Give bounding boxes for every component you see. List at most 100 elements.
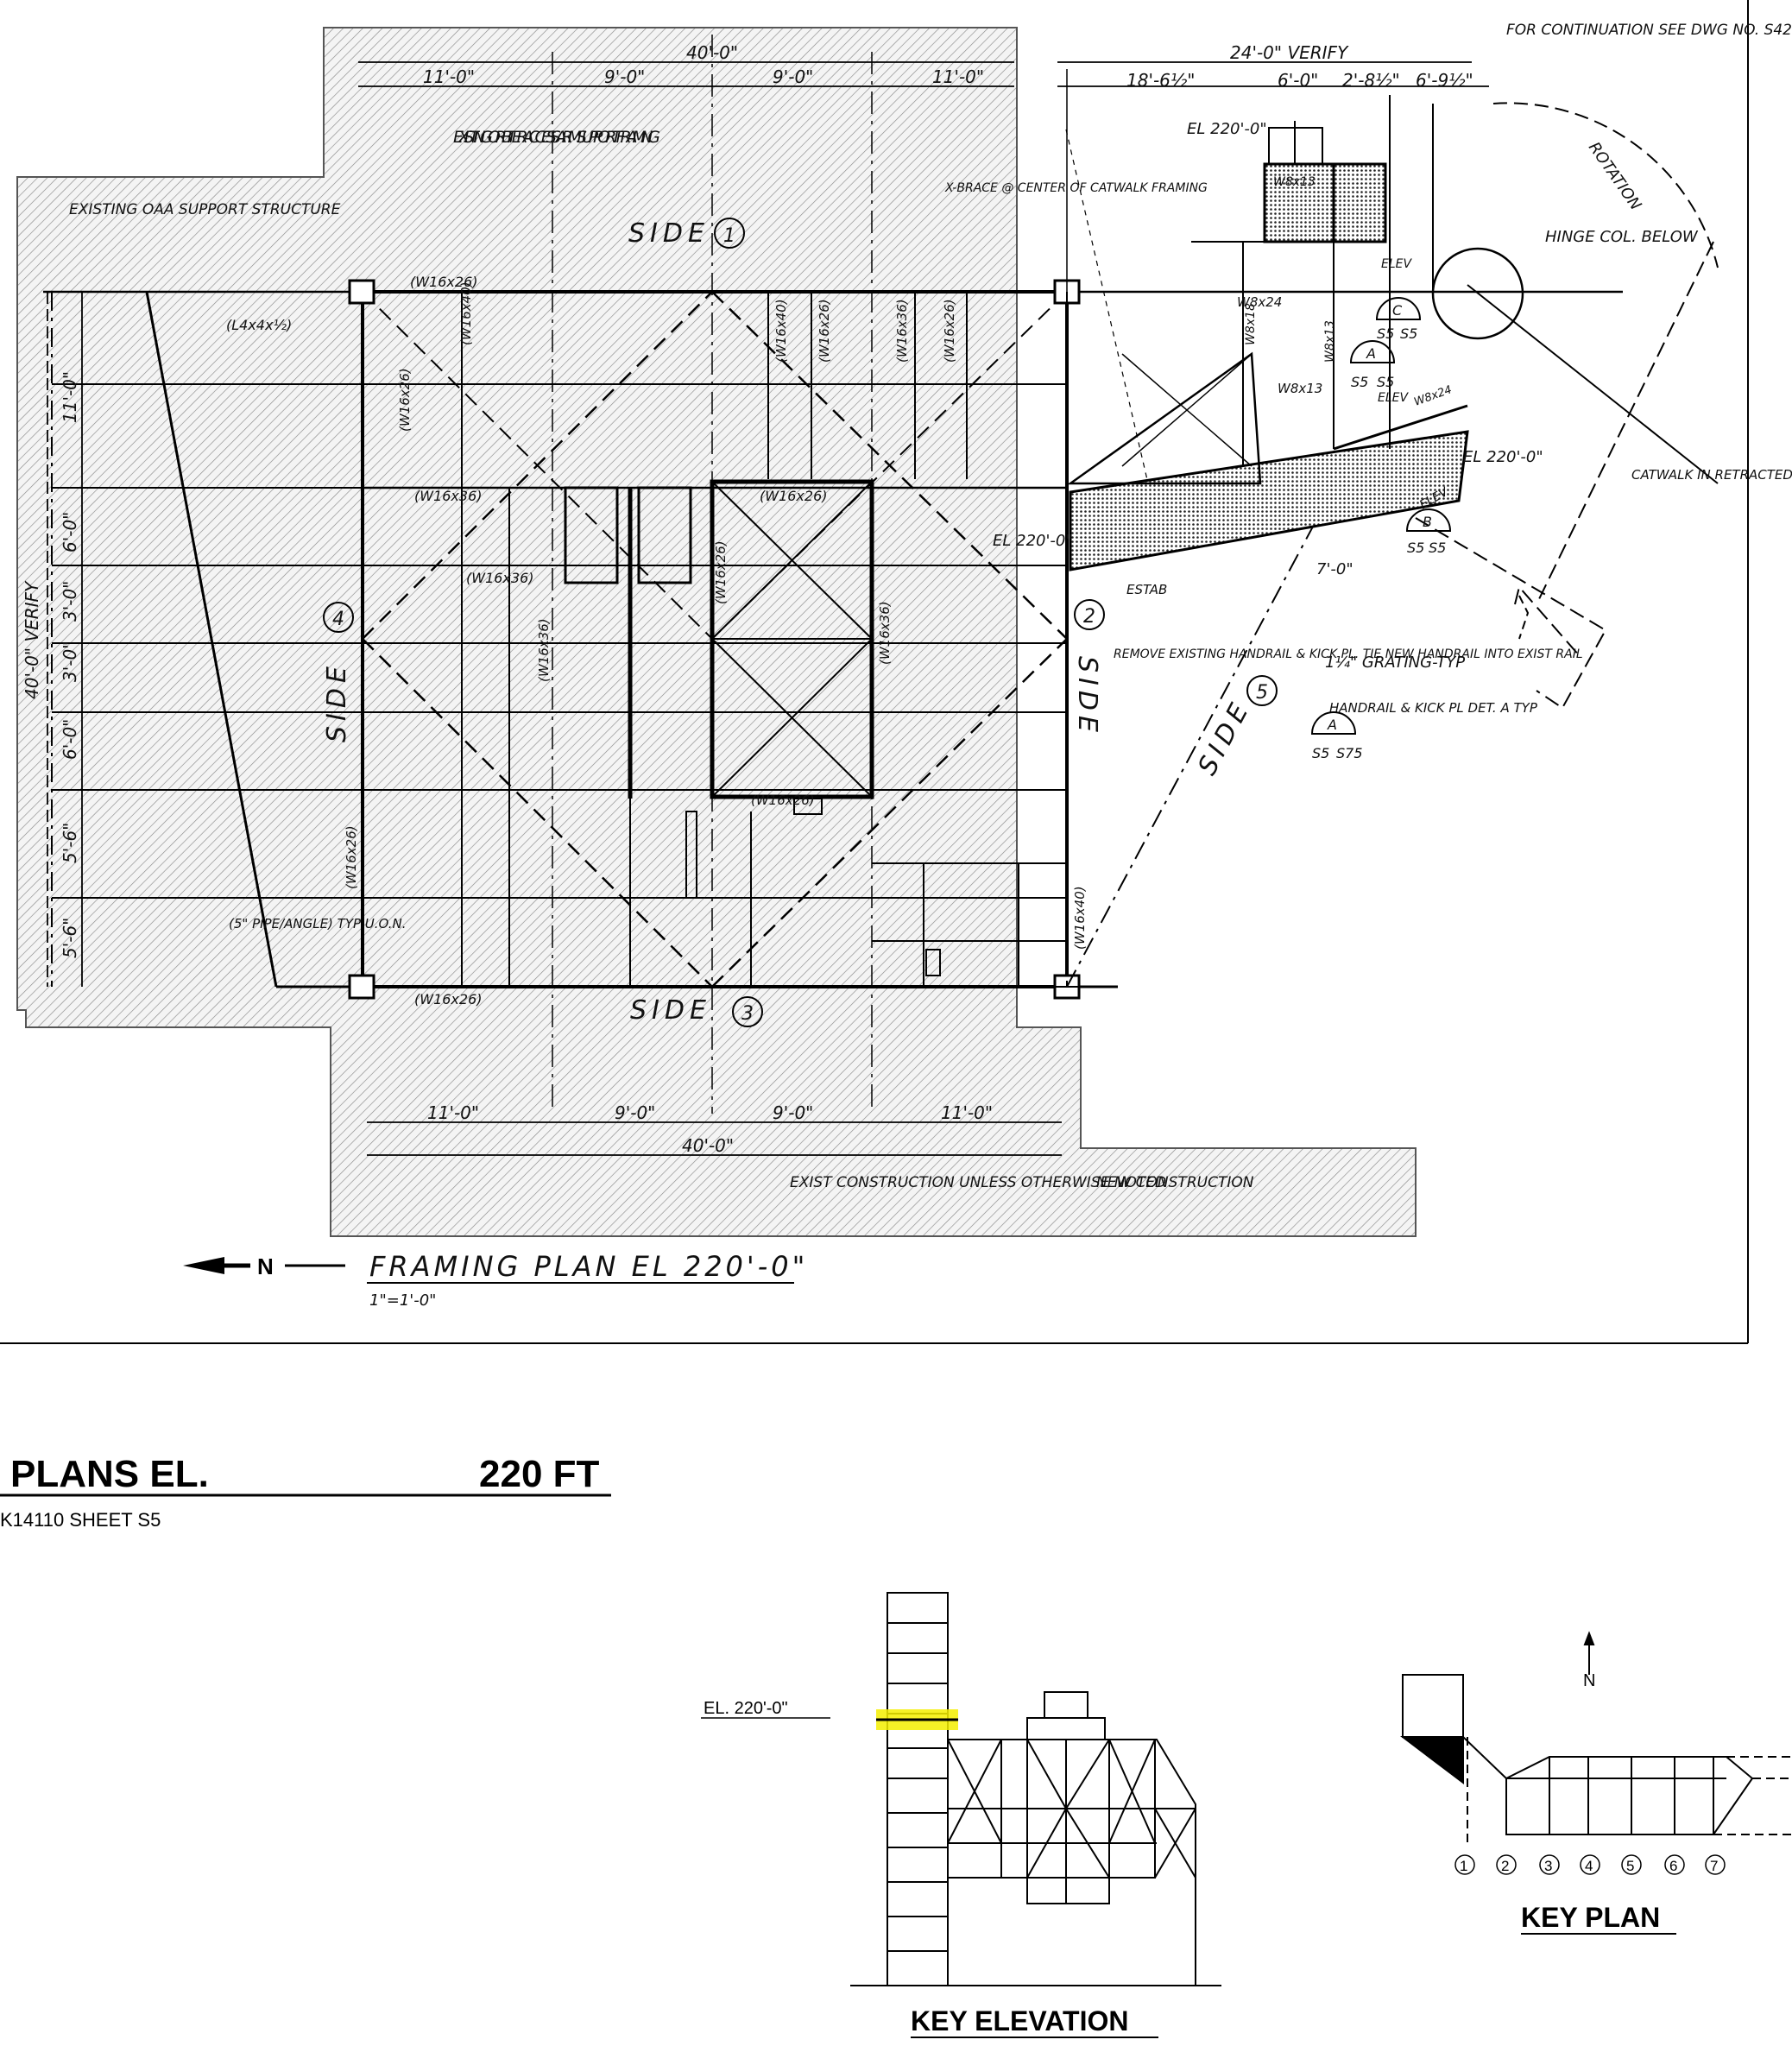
member-label: (L4x4x½)	[226, 317, 292, 333]
note-grating: 1¼" GRATING-TYP	[1325, 654, 1465, 672]
member-label: W8x18	[1244, 303, 1258, 345]
key-elevation-el-label: EL. 220'-0"	[704, 1699, 788, 1718]
member-label: (W16x26)	[751, 793, 815, 808]
detail-letter: A	[1327, 717, 1337, 733]
note-stair: ESTAB	[1126, 582, 1167, 597]
detail-sheet: S5	[1351, 374, 1368, 390]
framing-grid	[43, 35, 1623, 1114]
dim-overall-bottom: 40'-0"	[682, 1135, 734, 1156]
detail-ref-sheet: S5	[1429, 540, 1446, 556]
key-plan-col-2: 2	[1501, 1858, 1509, 1874]
side-4-marker	[323, 602, 354, 633]
elev-label: ELEV	[1378, 391, 1409, 405]
member-label: (W16x26)	[397, 368, 413, 432]
plan-title: FRAMING PLAN EL 220'-0"	[369, 1250, 808, 1283]
detail-letter: C	[1392, 302, 1403, 319]
dim-left-3: 3'-0"	[60, 581, 80, 622]
note-existing-oaa: EXISTING OAA SUPPORT STRUCTURE	[69, 201, 341, 218]
note-x-brace: X-BRACE @ CENTER OF CATWALK FRAMING	[944, 181, 1208, 195]
dim-top-2: 9'-0"	[604, 66, 645, 87]
sheet-title-right: 220 FT	[479, 1453, 600, 1495]
dim-right-1: 18'-6½"	[1126, 70, 1195, 91]
sheet-title-left: PLANS EL.	[10, 1453, 209, 1495]
dim-right-4: 6'-9½"	[1416, 70, 1473, 91]
dim-left-7: 5'-6"	[60, 918, 80, 958]
sheet-subtitle: K14110 SHEET S5	[0, 1509, 161, 1531]
side-5-label: SIDE	[1192, 694, 1257, 780]
side-4-number: 4	[332, 609, 344, 630]
note-handrail-kick: HANDRAIL & KICK PL DET. A TYP	[1329, 700, 1538, 716]
dim-right-3: 2'-8½"	[1342, 70, 1400, 91]
key-plan-column-markers	[1454, 1854, 1726, 1875]
side-1-number: 1	[723, 225, 735, 247]
key-elevation-label: KEY ELEVATION	[911, 2005, 1128, 2037]
detail-ref-sheet: S5	[1377, 374, 1394, 390]
member-label: (W16x26)	[410, 274, 478, 290]
member-label: W8x13	[1273, 175, 1316, 189]
bottom-dimensions	[367, 1121, 1062, 1156]
side-2-number: 2	[1083, 606, 1095, 628]
note-remove-handrail: REMOVE EXISTING HANDRAIL & KICK PL. TIE …	[1114, 647, 1583, 661]
north-label: N	[257, 1253, 274, 1279]
key-plan-north: N	[1583, 1671, 1595, 1690]
key-plan-col-4: 4	[1585, 1858, 1593, 1874]
note-dim-7: 7'-0"	[1316, 560, 1353, 578]
member-label: W8x13	[1323, 320, 1337, 363]
key-plan-col-7: 7	[1710, 1858, 1718, 1874]
left-dimensions	[47, 292, 83, 987]
member-label: (W16x36)	[877, 601, 893, 665]
north-arrow	[183, 1257, 345, 1274]
member-label: (W16x26)	[942, 299, 957, 363]
member-label: (W16x36)	[414, 488, 483, 504]
member-label: (W16x26)	[713, 540, 729, 604]
dim-right-2: 6'-0"	[1278, 70, 1318, 91]
key-elevation-diagram	[850, 1592, 1221, 1986]
member-label: (W16x26)	[344, 825, 359, 889]
plan-scale: 1"=1'-0"	[369, 1291, 436, 1310]
dim-bottom-2: 9'-0"	[615, 1102, 655, 1123]
member-label: (W16x40)	[458, 281, 474, 345]
side-1-marker	[714, 218, 745, 249]
dim-bottom-4: 11'-0"	[941, 1102, 993, 1123]
note-rotation: ROTATION	[1585, 139, 1644, 214]
side-3-number: 3	[741, 1003, 754, 1025]
dim-bottom-3: 9'-0"	[773, 1102, 813, 1123]
dim-top-1: 11'-0"	[423, 66, 475, 87]
key-plan-col-3: 3	[1544, 1858, 1552, 1874]
existing-construction-hatch	[16, 27, 1417, 1237]
dim-left-5: 6'-0"	[60, 719, 80, 760]
member-label: (W16x26)	[817, 299, 832, 363]
key-plan-col-6: 6	[1669, 1858, 1677, 1874]
member-label: W8x24	[1412, 383, 1454, 409]
member-label: (W16x40)	[773, 299, 789, 363]
member-label: (W16x26)	[414, 991, 483, 1007]
key-plan-col-5: 5	[1626, 1858, 1634, 1874]
note-hinge-col: HINGE COL. BELOW	[1545, 228, 1699, 246]
note-el-220-c: EL 220'-0"	[1463, 448, 1543, 466]
side-5-marker	[1246, 675, 1278, 706]
note-pipe: (5" PIPE/ANGLE) TYP U.O.N.	[229, 916, 407, 931]
side-2-marker	[1074, 599, 1105, 630]
detail-letter: A	[1366, 345, 1376, 362]
detail-sheet: S5	[1312, 745, 1329, 761]
member-label: (W16x36)	[466, 570, 534, 586]
dim-left-1: 11'-0"	[60, 371, 80, 423]
member-label: (W16x36)	[536, 618, 552, 682]
dim-left-4: 3'-0"	[60, 641, 80, 682]
dim-overall-top: 40'-0"	[686, 42, 738, 63]
detail-ref	[1310, 297, 1452, 735]
top-dimensions	[358, 61, 1489, 87]
dim-left-overall: 40'-0" VERIFY	[22, 580, 42, 699]
dim-top-4: 11'-0"	[932, 66, 984, 87]
note-elev: ELEV	[1381, 257, 1412, 271]
dim-left-6: 5'-6"	[60, 823, 80, 863]
side-3-marker	[732, 996, 763, 1027]
note-catwalk: CATWALK IN RETRACTED POSITION	[1631, 467, 1792, 483]
dim-verify-top: 24'-0" VERIFY	[1230, 42, 1349, 63]
dim-left-2: 6'-0"	[60, 512, 80, 553]
detail-ref-sheet: S75	[1336, 745, 1363, 761]
note-existing-orbiter: EXISTING ORBITER ACCESS ARM SUPPORT FRAM…	[453, 128, 660, 147]
note-continuation: FOR CONTINUATION SEE DWG NO. S42.	[1506, 22, 1792, 39]
note-el-220-a: EL 220'-0"	[1187, 120, 1267, 138]
